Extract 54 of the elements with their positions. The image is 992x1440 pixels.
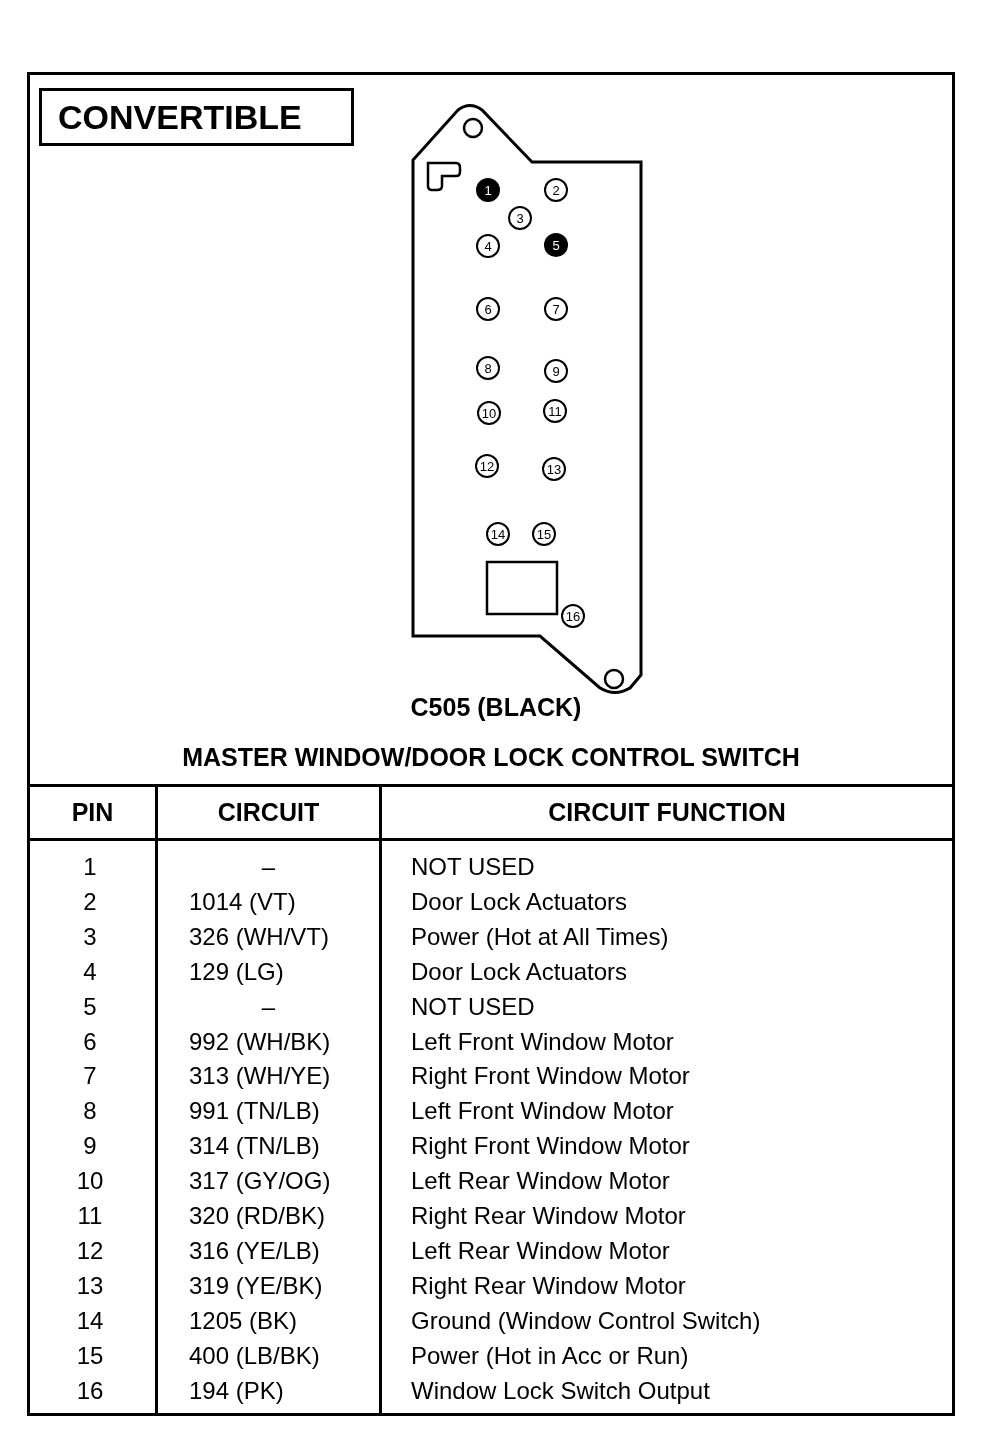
- table-cell: 316 (YE/LB): [189, 1235, 320, 1266]
- table-cell: Door Lock Actuators: [411, 886, 628, 917]
- table-cell: 194 (PK): [189, 1375, 284, 1406]
- table-cell: 326 (WH/VT): [189, 921, 329, 952]
- table-cell-text: 5: [82, 991, 98, 1022]
- table-cell: 314 (TN/LB): [189, 1131, 320, 1162]
- table-cell: 313 (WH/YE): [189, 1061, 331, 1092]
- table-cell-text: 1: [82, 852, 98, 882]
- table-cell-text: 12: [75, 1235, 105, 1266]
- table-cell-text: 15: [75, 1340, 105, 1371]
- table-cell: Left Rear Window Motor: [411, 1166, 670, 1197]
- table-cell: Left Front Window Motor: [411, 1026, 674, 1057]
- table-cell-text: –: [260, 852, 277, 882]
- table-cell-text: 14: [75, 1305, 105, 1336]
- column-header: CIRCUIT FUNCTION: [547, 797, 787, 827]
- table-cell: 320 (RD/BK): [189, 1201, 326, 1231]
- table-cell: Left Rear Window Motor: [411, 1235, 670, 1266]
- table-cell: 319 (YE/BK): [189, 1270, 323, 1301]
- table-cell: Window Lock Switch Output: [411, 1375, 710, 1406]
- table-cell: Left Front Window Motor: [411, 1096, 674, 1127]
- table-cell: 1205 (BK): [189, 1305, 298, 1336]
- table-cell: 1014 (VT): [189, 886, 296, 917]
- table-cell: 400 (LB/BK): [189, 1340, 320, 1371]
- table-cell-text: 8: [82, 1096, 98, 1127]
- table-cell-text: 7: [82, 1061, 98, 1092]
- table-cell: Right Front Window Motor: [411, 1131, 690, 1162]
- table-cell-text: 3: [82, 921, 98, 952]
- table-cell-text: 16: [75, 1375, 105, 1406]
- connector-title: MASTER WINDOW/DOOR LOCK CONTROL SWITCH: [181, 743, 801, 772]
- column-header: PIN: [70, 797, 115, 827]
- table-cell-text: 10: [75, 1166, 105, 1197]
- table-cell: 991 (TN/LB): [189, 1096, 320, 1127]
- table-cell-text: 13: [75, 1270, 105, 1301]
- table-cell: 992 (WH/BK): [189, 1026, 331, 1057]
- table-cell: 129 (LG): [189, 956, 284, 987]
- table-cell: 317 (GY/OG): [189, 1166, 331, 1197]
- table-cell: NOT USED: [411, 852, 535, 882]
- connector-caption: C505 (BLACK): [409, 693, 583, 722]
- table-cell: Door Lock Actuators: [411, 956, 628, 987]
- table-cell: Ground (Window Control Switch): [411, 1305, 761, 1336]
- table-cell-text: –: [260, 991, 277, 1022]
- table-cell: Right Front Window Motor: [411, 1061, 690, 1092]
- table-cell: Power (Hot in Acc or Run): [411, 1340, 689, 1371]
- table-cell-text: 6: [82, 1026, 98, 1057]
- table-cell-text: 2: [82, 886, 98, 917]
- table-cell-text: 9: [82, 1131, 98, 1162]
- heading-box: CONVERTIBLE: [39, 88, 354, 146]
- table-cell: NOT USED: [411, 991, 535, 1022]
- column-header: CIRCUIT: [216, 797, 321, 827]
- table-cell: Right Rear Window Motor: [411, 1201, 686, 1231]
- table-cell-text: 4: [82, 956, 98, 987]
- table-cell-text: 11: [76, 1201, 104, 1231]
- table-cell: Power (Hot at All Times): [411, 921, 669, 952]
- table-cell: Right Rear Window Motor: [411, 1270, 686, 1301]
